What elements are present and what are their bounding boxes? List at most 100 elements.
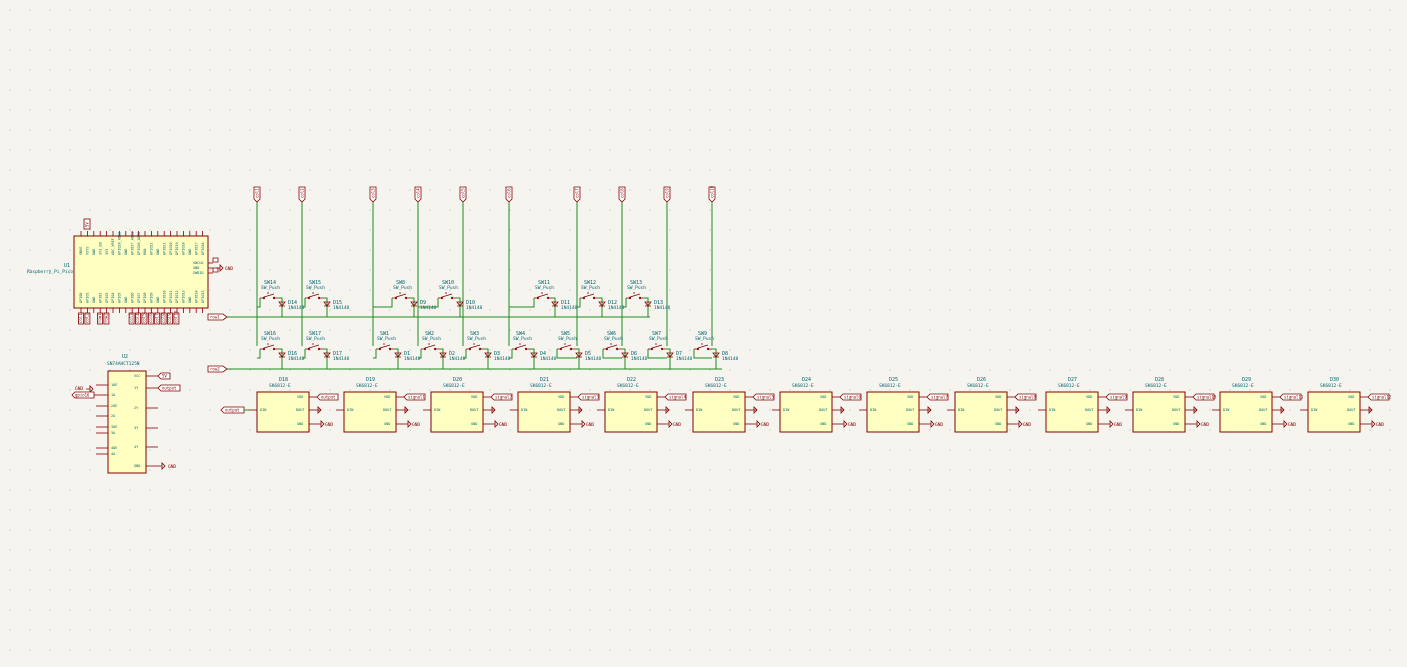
column-tag[interactable]: col4 — [414, 186, 422, 203]
switch-ref: SW11 — [538, 280, 550, 286]
column-tag[interactable]: col9 — [663, 186, 671, 203]
column-tag[interactable]: col6 — [505, 186, 513, 203]
diode-value: 1N4148 — [466, 305, 483, 311]
pico-bottom-pin-label: GPIO13 — [182, 290, 186, 303]
switch-ref: SW17 — [309, 331, 321, 337]
pico-bottom-tag[interactable]: col7 — [154, 312, 161, 325]
pico-bottom-tag[interactable]: row1 — [97, 312, 103, 325]
led-signal-tag[interactable]: signal9 — [1105, 393, 1127, 401]
led-din-label: DIN — [870, 408, 876, 412]
level-shifter-left-pin-label: 4A — [111, 452, 116, 456]
pico-bottom-pin-label: GPIO12 — [175, 290, 179, 303]
pico-bottom-tag[interactable]: col6 — [147, 312, 154, 325]
led-signal-tag[interactable]: signal4 — [664, 393, 686, 401]
led-input-tag[interactable]: output — [220, 406, 245, 414]
level-shifter-gpio16-tag[interactable]: gpio16 — [71, 391, 95, 399]
led-signal-tag[interactable]: signal6 — [839, 393, 861, 401]
column-tag[interactable]: col3 — [369, 186, 377, 203]
row-tag[interactable]: row2 — [207, 365, 228, 373]
pico-bottom-tag[interactable]: col10 — [173, 310, 180, 325]
pico-bottom-tag[interactable]: col1 — [78, 312, 84, 325]
led-dout-label: DOUT — [1347, 408, 1356, 412]
diode-value: 1N4148 — [494, 356, 511, 362]
level-shifter-5v-tag[interactable]: 5V — [157, 372, 171, 380]
pico-bottom-tag[interactable]: col8 — [160, 312, 167, 325]
led-signal-tag[interactable]: signal12 — [1367, 393, 1392, 401]
column-tag[interactable]: col10 — [708, 185, 716, 203]
pico-bottom-tag[interactable]: col2 — [84, 312, 91, 325]
led-signal-tag[interactable]: signal7 — [926, 393, 948, 401]
led-signal-tag[interactable]: signal10 — [1192, 393, 1217, 401]
column-tag[interactable]: col1 — [253, 186, 261, 203]
column-tag[interactable]: col5 — [459, 186, 467, 203]
led-signal-tag[interactable]: signal3 — [577, 393, 599, 401]
switch-value: SW_Push — [513, 336, 532, 342]
pico-bottom-tag[interactable]: col9 — [167, 312, 173, 325]
pico-bottom-tag[interactable]: col5 — [141, 312, 148, 325]
switch-ref: SW2 — [425, 331, 434, 337]
key-matrix[interactable]: col1 col2 col3 col4 col5 col6 col7 col8 col9 col1… — [207, 185, 739, 373]
led-signal-tag[interactable]: signal11 — [1279, 393, 1304, 401]
led-gnd-label: GND — [1173, 422, 1179, 426]
diode-value: 1N4148 — [420, 305, 437, 311]
pico-5v-tag[interactable]: 5V — [83, 218, 91, 230]
led-signal-tag-label: signal9 — [1110, 395, 1127, 400]
led-gnd-symbol — [1015, 420, 1023, 428]
level-shifter-symbol[interactable]: U2 SN74AHCT125N 1OE1A2OE2A3OE3A4OE4AVCC1… — [71, 354, 181, 474]
pico-bottom-tag[interactable]: col4 — [135, 312, 141, 325]
pico-bottom-tag-label: col6 — [148, 313, 153, 323]
level-shifter-output-tag[interactable]: output — [157, 384, 181, 392]
led-din-label: DIN — [260, 408, 266, 412]
row-tag-label: row1 — [210, 315, 220, 320]
led-ref: D21 — [540, 377, 549, 383]
led-signal-tag[interactable]: signal5 — [752, 393, 774, 401]
led-signal-tag[interactable]: output — [316, 393, 339, 401]
pico-bottom-tag[interactable]: col3 — [128, 312, 135, 325]
led-ref: D28 — [1155, 377, 1164, 383]
led-signal-tag[interactable]: signal1 — [403, 393, 425, 401]
led-ref: D26 — [977, 377, 986, 383]
led-value: SK6812-E — [1232, 383, 1254, 389]
row-tag[interactable]: row1 — [207, 313, 228, 321]
led-signal-tag[interactable]: signal8 — [1014, 393, 1036, 401]
diode-ref: D12 — [608, 300, 617, 306]
column-tag[interactable]: col2 — [298, 186, 306, 203]
led-signal-tag[interactable]: signal2 — [490, 393, 512, 401]
column-tag[interactable]: col7 — [573, 186, 581, 203]
column-tag[interactable]: col8 — [618, 186, 626, 203]
pico-bottom-tag[interactable]: row2 — [103, 312, 110, 325]
